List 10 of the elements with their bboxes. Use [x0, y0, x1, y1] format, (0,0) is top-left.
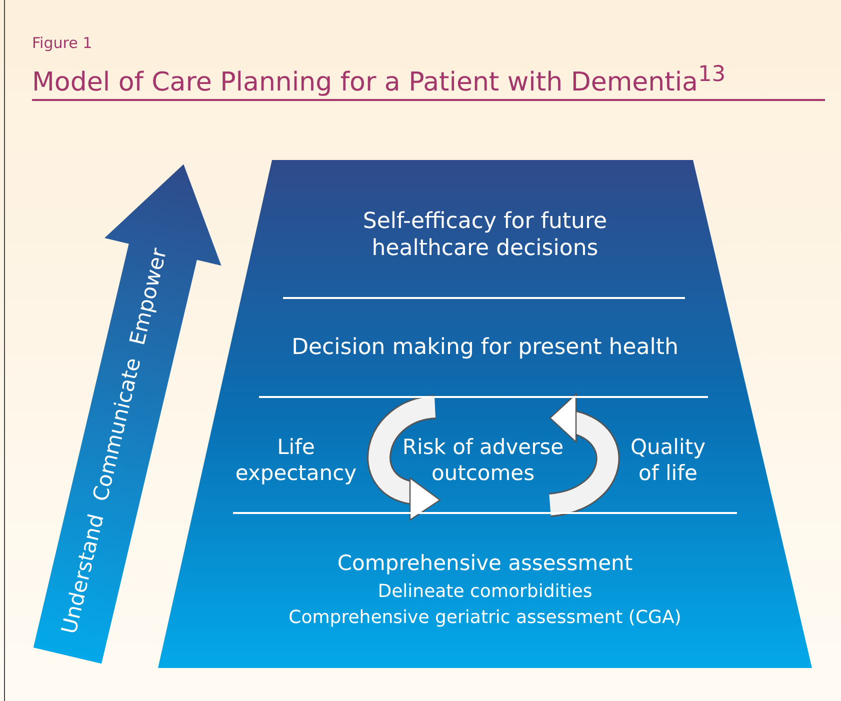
band-text: Comprehensive geriatric assessment (CGA): [288, 607, 682, 630]
band-text: Self-efficacy for future healthcare decisions: [362, 208, 608, 262]
band-heading: Comprehensive assessment: [337, 550, 633, 577]
band-text: Decision making for present health: [292, 334, 678, 362]
diagram-title: Model of Care Planning for a Patient with Dementia$^{13}$: [32, 62, 726, 98]
band-text: Risk of adverse outcomes: [401, 434, 565, 486]
band-text: Delineate comorbidities: [378, 580, 592, 604]
band-text: Quality of life: [629, 434, 707, 486]
figure-number: Figure 1: [32, 34, 92, 52]
band-text: Life expectancy: [234, 434, 358, 486]
